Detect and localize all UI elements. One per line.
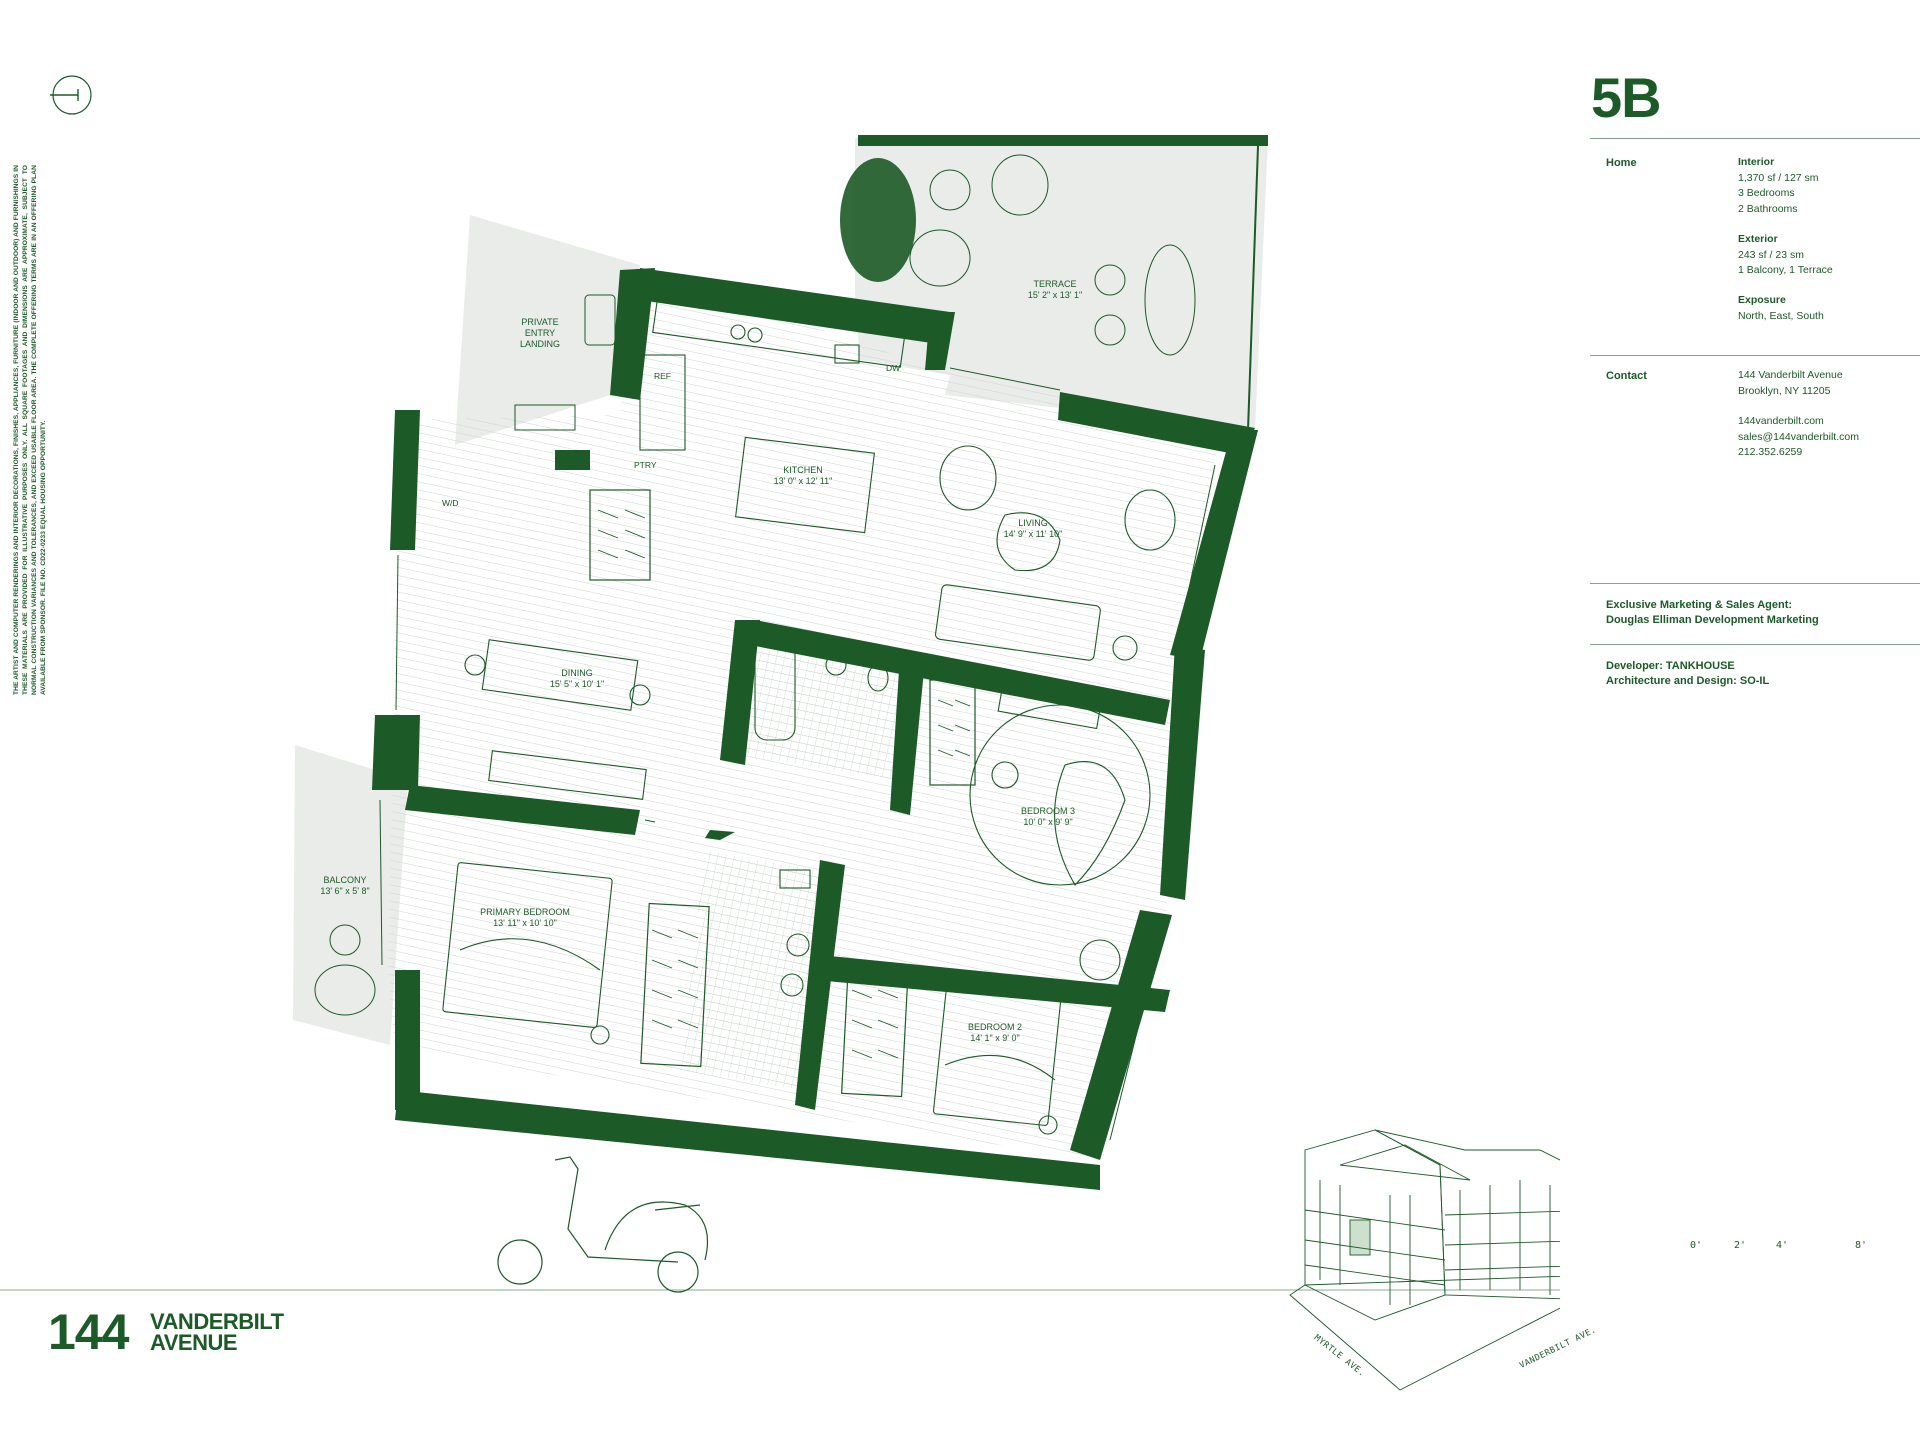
balcony-furniture	[314, 924, 376, 1016]
interior-bedrooms: 3 Bedrooms	[1738, 187, 1795, 199]
contact-block: 144vanderbilt.com sales@144vanderbilt.co…	[1738, 414, 1859, 461]
brand-number: 144	[48, 1304, 129, 1360]
terrace-area	[855, 138, 1268, 430]
brand-line-1: VANDERBILT	[150, 1309, 284, 1334]
divider	[1590, 355, 1920, 356]
bedroom-3-furniture	[969, 680, 1151, 886]
unit-title: 5B	[1591, 66, 1662, 129]
entry-furniture	[514, 294, 616, 431]
address-block: 144 Vanderbilt Avenue Brooklyn, NY 11205	[1738, 368, 1843, 399]
exposure-block: Exposure North, East, South	[1738, 293, 1824, 324]
sales-agent-block: Exclusive Marketing & Sales Agent: Dougl…	[1606, 598, 1819, 628]
phone-number: 212.352.6259	[1738, 446, 1803, 458]
building-axonometric-icon	[1289, 1129, 1560, 1391]
website-link[interactable]: 144vanderbilt.com	[1738, 415, 1824, 427]
primary-bedroom-furniture	[442, 862, 613, 1045]
dining-furniture	[464, 639, 651, 801]
interior-bathrooms: 2 Bathrooms	[1738, 202, 1798, 215]
divider	[1590, 644, 1920, 645]
scale-label-2: 2'	[1734, 1240, 1747, 1251]
living-furniture	[934, 445, 1176, 661]
developer-line: Developer: TANKHOUSE	[1606, 660, 1735, 672]
terrace-rail	[858, 135, 1268, 146]
interior-area: 1,370 sf / 127 sm	[1738, 171, 1819, 184]
exterior-label: Exterior	[1738, 233, 1778, 245]
ref-label: REF	[654, 371, 671, 381]
bedroom-2-furniture	[932, 939, 1121, 1135]
bathroom-fixtures	[754, 639, 889, 997]
exterior-block: Exterior 243 sf / 23 sm 1 Balcony, 1 Ter…	[1738, 232, 1833, 279]
email-link[interactable]: sales@144vanderbilt.com	[1738, 430, 1859, 443]
address-line-1: 144 Vanderbilt Avenue	[1738, 369, 1843, 381]
bathroom-2-floor	[740, 630, 905, 780]
brand-name: VANDERBILT AVENUE	[150, 1309, 284, 1355]
interior-label: Interior	[1738, 156, 1775, 168]
scale-label-0: 0'	[1690, 1240, 1703, 1251]
interior-block: Interior 1,370 sf / 127 sm 3 Bedrooms 2 …	[1738, 155, 1819, 217]
closets	[589, 489, 976, 1098]
developer-block: Developer: TANKHOUSE Architecture and De…	[1606, 659, 1769, 689]
exterior-area: 243 sf / 23 sm	[1738, 248, 1804, 261]
closet-hangers	[597, 509, 971, 1059]
sales-agent-name: Douglas Elliman Development Marketing	[1606, 614, 1819, 626]
exposure-label: Exposure	[1738, 294, 1786, 306]
plant-icon	[840, 158, 916, 282]
entry-landing-area	[455, 215, 640, 445]
brand-line-2: AVENUE	[150, 1330, 238, 1355]
divider	[1590, 138, 1920, 139]
balcony-area	[293, 745, 408, 1045]
exposure-value: North, East, South	[1738, 309, 1824, 322]
terrace-furniture	[909, 154, 1196, 356]
kitchen-fixtures	[639, 282, 908, 534]
contact-label: Contact	[1606, 370, 1647, 382]
address-line-2: Brooklyn, NY 11205	[1738, 384, 1831, 397]
exterior-spaces: 1 Balcony, 1 Terrace	[1738, 264, 1833, 276]
bathroom-1-floor	[680, 850, 820, 1090]
scale-label-4: 4'	[1776, 1240, 1789, 1251]
floor-plan	[0, 135, 1560, 1391]
home-label: Home	[1606, 157, 1637, 169]
dw-label: DW	[886, 363, 901, 373]
washer-dryer-label: W/D	[442, 498, 459, 508]
pantry-label: PTRY	[634, 460, 657, 470]
scooter-icon	[497, 1156, 709, 1293]
north-arrow-icon	[50, 75, 92, 115]
windows	[379, 367, 1216, 1141]
architect-line: Architecture and Design: SO-IL	[1606, 675, 1770, 687]
divider	[1590, 583, 1920, 584]
sales-agent-title: Exclusive Marketing & Sales Agent:	[1606, 599, 1793, 611]
scale-label-8: 8'	[1855, 1240, 1868, 1251]
walls	[372, 268, 1258, 1190]
